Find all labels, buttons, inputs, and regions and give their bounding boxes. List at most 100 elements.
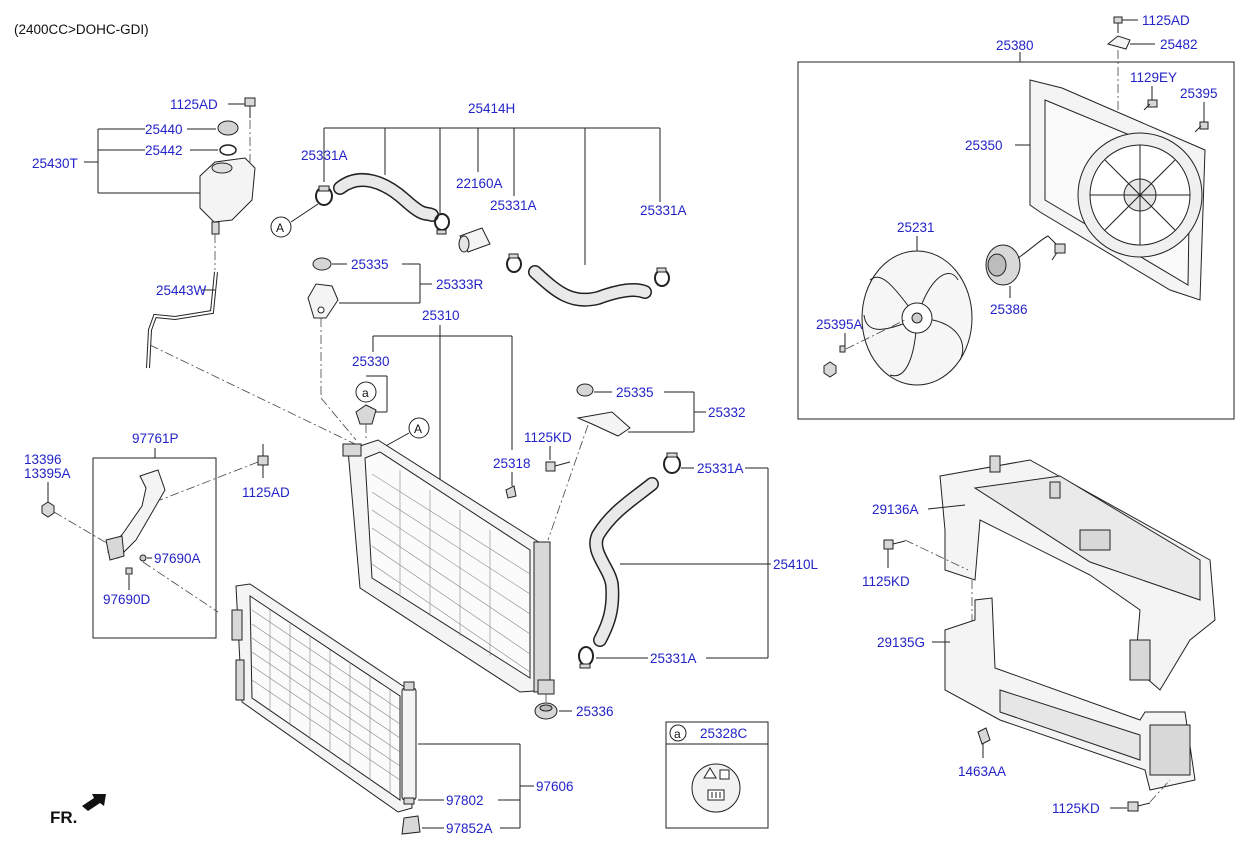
radiator-cap-25330[interactable] (355, 404, 377, 425)
label-25331A-1[interactable]: 25331A (301, 148, 348, 163)
label-97761P[interactable]: 97761P (132, 431, 179, 446)
label-1125KD-1[interactable]: 1125KD (524, 430, 572, 445)
bolt-1125KD-carrier[interactable] (883, 539, 906, 550)
bolt-1129EY[interactable] (1143, 99, 1158, 111)
lower-hose-25410L[interactable] (589, 477, 659, 647)
label-25414H[interactable]: 25414H (468, 101, 515, 116)
bracket-97761P[interactable] (105, 469, 166, 561)
label-25331A-2[interactable]: 25331A (490, 198, 537, 213)
label-25333R[interactable]: 25333R (436, 277, 484, 292)
clamp-25331A-1[interactable] (315, 185, 333, 206)
label-1125AD-top[interactable]: 1125AD (1142, 13, 1190, 28)
upper-hose-25414H[interactable] (333, 173, 652, 307)
label-25440[interactable]: 25440 (145, 122, 183, 137)
svg-text:A: A (414, 422, 422, 436)
clamp-25331A-4[interactable] (663, 452, 681, 474)
label-97852A[interactable]: 97852A (446, 821, 493, 836)
legend-box-25328C: a 25328C (665, 721, 769, 829)
svg-text:a: a (362, 386, 369, 400)
label-25443W[interactable]: 25443W (156, 283, 207, 298)
label-25331A-5[interactable]: 25331A (650, 651, 697, 666)
lower-member-29135G[interactable] (944, 597, 1196, 791)
label-1125KD-3[interactable]: 1125KD (1052, 801, 1100, 816)
condenser-97606[interactable] (231, 583, 413, 813)
label-97690D[interactable]: 97690D (103, 592, 151, 607)
label-25386[interactable]: 25386 (990, 302, 1028, 317)
label-22160A[interactable]: 22160A (456, 176, 503, 191)
label-1129EY[interactable]: 1129EY (1130, 70, 1177, 85)
bracket-25332[interactable] (576, 411, 631, 437)
clamp-25331A-b[interactable] (434, 213, 450, 235)
label-25332[interactable]: 25332 (708, 405, 746, 420)
receiver-drier-97802[interactable] (401, 681, 417, 805)
label-25310[interactable]: 25310 (422, 308, 460, 323)
nut-13395A[interactable] (41, 501, 55, 518)
circle-mark-A-upper: A (270, 203, 319, 238)
circle-mark-A-radiator: A (381, 417, 430, 449)
label-1125KD-2[interactable]: 1125KD (862, 574, 910, 589)
label-25395A[interactable]: 25395A (816, 317, 863, 332)
label-25482[interactable]: 25482 (1160, 37, 1198, 52)
label-13395A[interactable]: 13395A (24, 466, 71, 481)
label-25330[interactable]: 25330 (352, 354, 390, 369)
label-25442[interactable]: 25442 (145, 143, 183, 158)
bolt-1125AD-top[interactable] (1113, 16, 1138, 33)
bolt-1125AD-reservoir[interactable] (244, 97, 256, 118)
label-25395[interactable]: 25395 (1180, 86, 1218, 101)
clamp-25331A-3[interactable] (654, 267, 670, 287)
bolt-1125KD-member[interactable] (1127, 801, 1151, 812)
cooling-fan-25231[interactable] (861, 250, 973, 386)
insulator-25336[interactable] (534, 702, 558, 720)
bolt-97690A[interactable] (139, 554, 147, 562)
label-29136A[interactable]: 29136A (872, 502, 919, 517)
label-25336[interactable]: 25336 (576, 704, 614, 719)
front-arrow-icon (82, 794, 106, 811)
label-97606[interactable]: 97606 (536, 779, 574, 794)
bolt-1125AD-bracket[interactable] (257, 444, 269, 466)
label-97690A[interactable]: 97690A (154, 551, 201, 566)
label-25350[interactable]: 25350 (965, 138, 1003, 153)
circle-mark-a: a (355, 381, 377, 403)
bolt-1125KD-radiator[interactable] (545, 461, 571, 472)
nut-25395A[interactable] (823, 345, 846, 378)
clamp-25331A-5[interactable] (578, 646, 594, 669)
insulator-25335-lower[interactable] (576, 383, 594, 397)
label-25231[interactable]: 25231 (897, 220, 935, 235)
label-13396[interactable]: 13396 (24, 452, 62, 467)
legend-part[interactable]: 25328C (700, 726, 748, 741)
pipe-22160A[interactable] (458, 227, 491, 253)
label-1463AA[interactable]: 1463AA (958, 764, 1006, 779)
label-25430T[interactable]: 25430T (32, 156, 78, 171)
label-25318[interactable]: 25318 (493, 456, 531, 471)
label-29135G[interactable]: 29135G (877, 635, 925, 650)
label-1125AD-reservoir[interactable]: 1125AD (170, 97, 218, 112)
bolt-25395[interactable] (1194, 121, 1209, 133)
bracket-25482[interactable] (1106, 35, 1155, 50)
carrier-upper-29136A[interactable] (939, 455, 1216, 691)
insulator-25335-upper[interactable] (312, 257, 332, 271)
label-1125AD-bracket[interactable]: 1125AD (242, 485, 290, 500)
reservoir-tank-25430T[interactable] (199, 157, 256, 235)
overflow-hose-25443W[interactable] (146, 271, 218, 369)
label-25331A-3[interactable]: 25331A (640, 203, 687, 218)
label-25410L[interactable]: 25410L (773, 557, 819, 572)
reservoir-cap-25440[interactable] (217, 120, 239, 136)
clamp-25331A-2[interactable] (506, 253, 522, 273)
bolt-97690D[interactable] (125, 567, 133, 575)
front-marker: FR. (50, 808, 77, 827)
label-25335-2[interactable]: 25335 (616, 385, 654, 400)
legend-marker: a (674, 727, 681, 741)
clip-1463AA[interactable] (977, 727, 991, 745)
oring-25442[interactable] (219, 144, 237, 156)
fan-shroud-25350[interactable] (1029, 79, 1206, 301)
label-97802[interactable]: 97802 (446, 793, 484, 808)
bracket-25333R[interactable] (307, 283, 339, 319)
plug-97852A[interactable] (401, 815, 421, 835)
label-25331A-4[interactable]: 25331A (697, 461, 744, 476)
bolt-25318[interactable] (505, 485, 517, 499)
label-25335-1[interactable]: 25335 (351, 257, 389, 272)
engine-spec-header: (2400CC>DOHC-GDI) (14, 22, 149, 37)
fan-motor-25386[interactable] (985, 235, 1066, 286)
radiator-25310[interactable] (342, 439, 555, 695)
label-25380[interactable]: 25380 (996, 38, 1034, 53)
